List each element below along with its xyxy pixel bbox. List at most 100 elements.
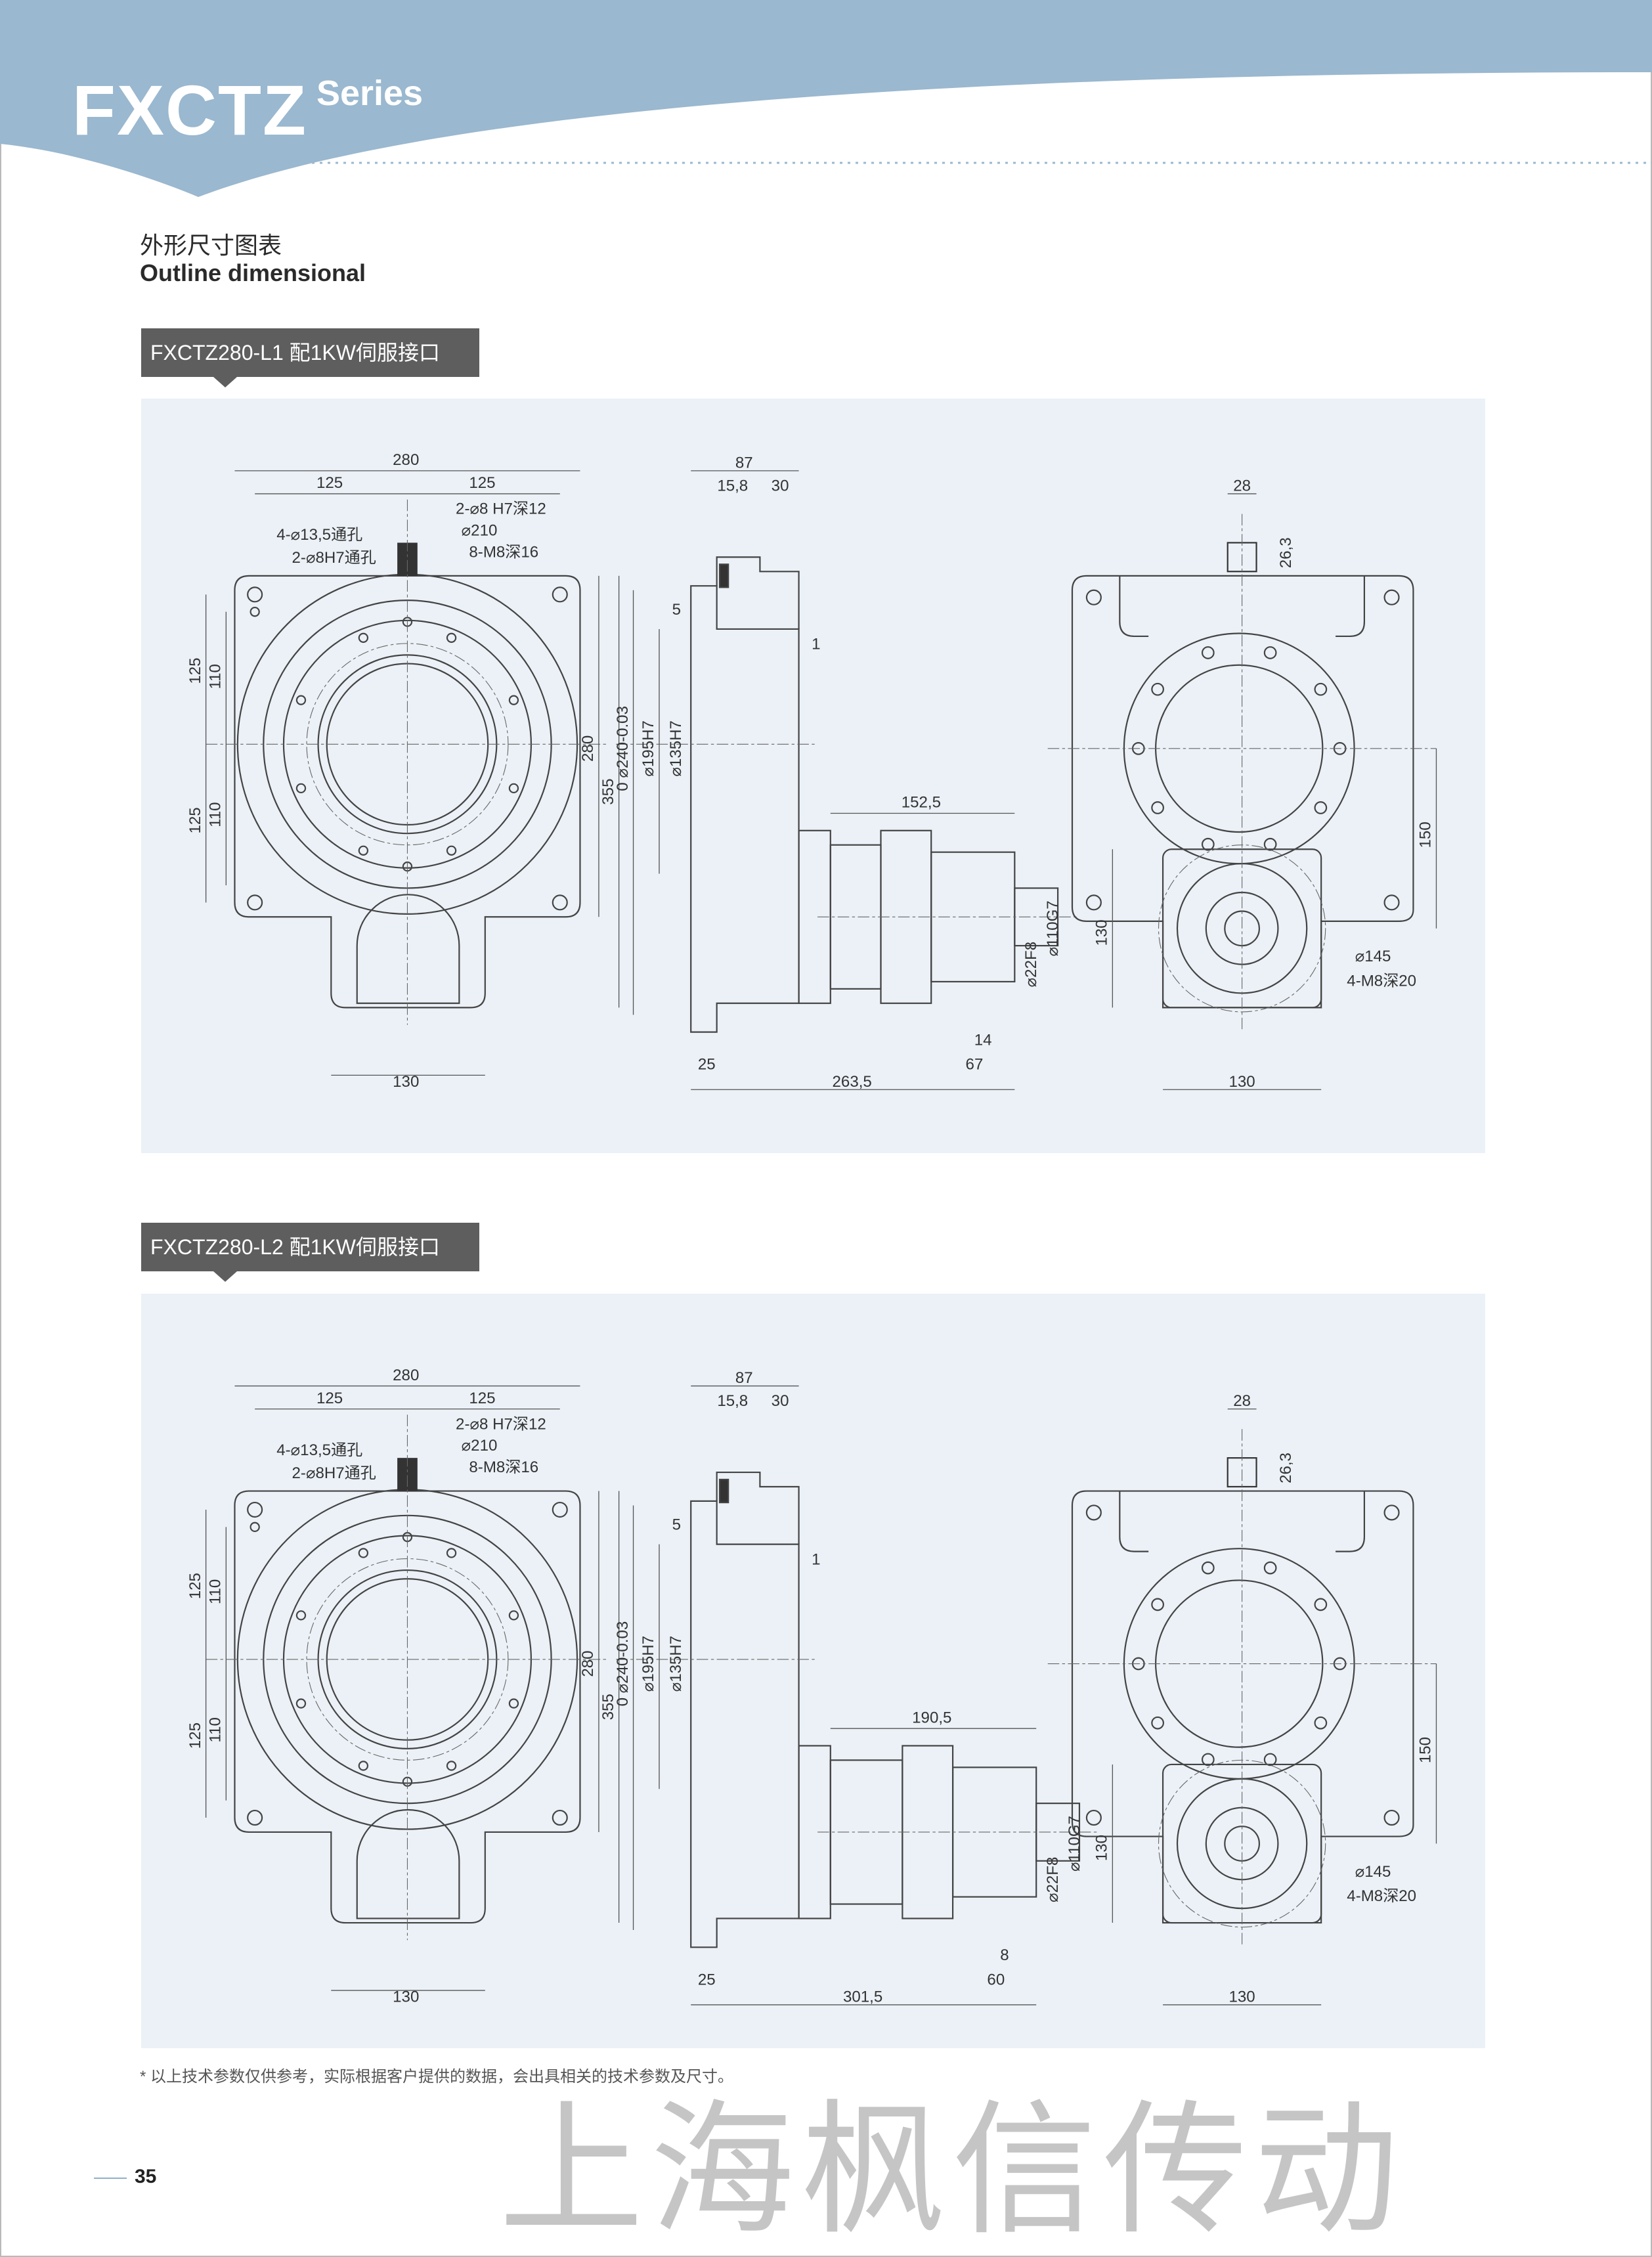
front-plate-outline [234,1490,581,1924]
right-corner-hole [1085,1809,1102,1826]
callout-pcd: ⌀210 [462,1437,498,1455]
dim-front-v125-top: 125 [186,1573,204,1599]
dim-right-26-3: 26,3 [1277,537,1295,568]
right-bolt-hole [1151,1598,1164,1611]
right-corner-hole [1085,589,1102,605]
front-plate-outline [234,575,581,1009]
front-tapped-hole [446,1761,457,1771]
side-sensor [718,1478,729,1504]
section-title-cn: 外形尺寸图表 [140,232,282,259]
side-flange [690,585,800,1033]
dim-side-25: 25 [698,1971,716,1988]
right-bolt-hole [1314,682,1328,696]
dim-right-130-vertical: 130 [1093,1835,1111,1861]
dim-side-14: 8 [1000,1946,1009,1964]
dim-front-v110-top: 110 [207,1579,225,1604]
callout-right-pcd: ⌀145 [1355,948,1391,965]
dim-side-135: ⌀135H7 [667,1636,685,1692]
front-tapped-hole [508,783,519,794]
dim-right-150: 150 [1417,822,1435,848]
right-corner-hole [1085,1504,1102,1521]
dim-side-110: ⌀110G7 [1066,1816,1083,1872]
right-corner-hole [1085,894,1102,911]
dim-side-1: 1 [812,1550,820,1568]
callout-pcd: ⌀210 [462,521,498,539]
dim-right-130: 130 [1229,1073,1255,1091]
dim-side-30: 30 [772,477,789,495]
right-corner-hole [1383,894,1400,911]
front-tapped-hole [446,845,457,856]
front-bottom-boss [356,1808,460,1919]
dim-front-width: 280 [393,451,419,469]
dim-front-125-right: 125 [469,1390,495,1407]
dim-side-30: 30 [772,1392,789,1410]
dim-front-height-355: 355 [599,1694,617,1720]
front-tapped-hole [446,1548,457,1558]
front-tapped-hole [295,1698,307,1709]
front-dowel-hole [250,606,260,617]
side-top-step [716,556,800,629]
dim-front-height-280: 280 [579,1650,597,1676]
callout-tapped-holes: 8-M8深16 [469,543,538,561]
front-corner-hole [552,1809,568,1826]
front-tapped-hole [358,845,369,856]
dim-front-v110-bottom: 110 [207,1717,225,1742]
dim-side-67: 60 [987,1971,1005,1988]
side-top-step [716,1471,800,1545]
dim-front-125-left: 125 [316,474,343,492]
dim-side-240: 0 ⌀240-0.03 [614,1621,632,1707]
dim-side-5: 5 [672,1516,681,1534]
right-housing-ribs [1119,575,1365,638]
dim-side-5: 5 [672,601,681,619]
side-flange [690,1500,800,1948]
callout-through-holes: 4-⌀13,5通孔 [276,1441,362,1459]
right-bolt-hole [1201,1561,1215,1575]
right-housing-outline [1071,575,1414,1009]
right-bolt-hole [1263,1753,1277,1766]
dim-side-195: ⌀195H7 [640,720,657,777]
callout-right-tapped: 4-M8深20 [1347,1887,1416,1905]
front-corner-hole [247,1501,263,1518]
dim-front-boss-130: 130 [393,1073,419,1091]
drawing-label-l1: FXCTZ280-L1 配1KW伺服接口 [141,328,479,387]
front-corner-hole [552,894,568,911]
dim-side-total: 263,5 [833,1073,872,1091]
dim-side-110: ⌀110G7 [1044,900,1062,956]
right-bolt-hole [1201,837,1215,851]
dim-front-125-left: 125 [316,1390,343,1407]
side-sensor [718,563,729,588]
dim-right-26-3: 26,3 [1277,1453,1295,1483]
right-bolt-hole [1201,646,1215,659]
right-housing-outline [1071,1490,1414,1924]
dim-front-height-280: 280 [579,735,597,762]
right-bolt-hole [1151,682,1164,696]
callout-dowel-holes: 2-⌀8H7通孔 [292,549,376,567]
dim-side-total: 301,5 [843,1988,882,2006]
header-band [0,0,1652,197]
front-dowel-hole [250,1522,260,1533]
front-tapped-hole [295,783,307,794]
right-corner-hole [1383,1809,1400,1826]
section-title-en: Outline dimensional [140,259,366,286]
callout-right-pcd: ⌀145 [1355,1863,1391,1881]
dim-side-motor-length: 190,5 [912,1709,951,1726]
right-bolt-hole [1314,1716,1328,1730]
page-number-rule [94,2178,127,2179]
front-tapped-hole [508,1610,519,1621]
dim-side-15-8: 15,8 [717,1392,748,1410]
dim-right-150: 150 [1417,1737,1435,1763]
front-tapped-hole [446,632,457,643]
dim-front-height-355: 355 [599,779,617,805]
dim-front-v110-bottom: 110 [207,802,225,827]
right-corner-hole [1383,1504,1400,1521]
front-corner-hole [247,1809,263,1826]
dim-side-25: 25 [698,1056,716,1074]
right-bolt-hole [1201,1753,1215,1766]
dim-side-195: ⌀195H7 [640,1636,657,1692]
dim-front-v125-bottom: 125 [186,807,204,833]
